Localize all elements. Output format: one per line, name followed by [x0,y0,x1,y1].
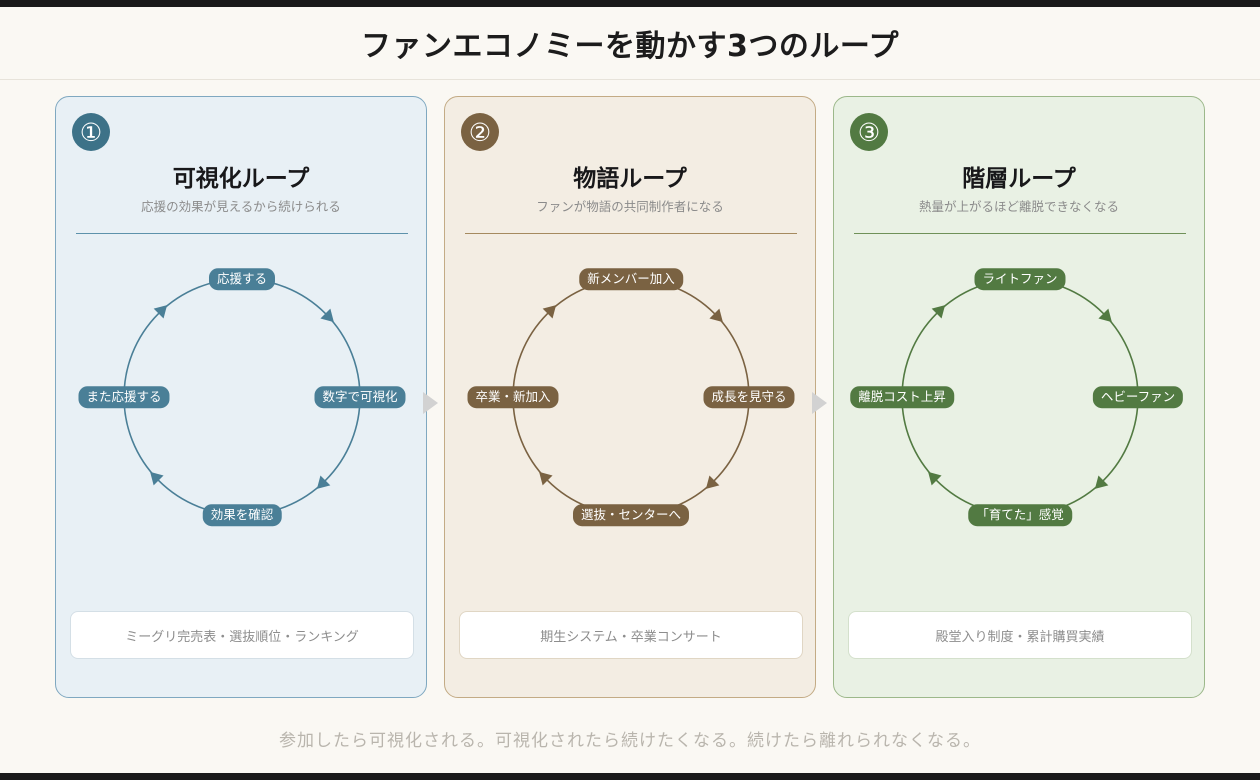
panel-divider-3 [854,233,1186,234]
loop-panel-narrative[interactable]: ② 物語ループ ファンが物語の共同制作者になる 新メンバー加入 成長を見守る 選… [444,96,816,698]
loop-panel-visualization[interactable]: ① 可視化ループ 応援の効果が見えるから続けられる 応援する 数字で可視化 効果… [55,96,427,698]
loop-arrow-ne-1 [320,308,334,323]
loop-arrow-sw-1 [150,471,164,486]
panel-tag-1: ミーグリ完売表・選抜順位・ランキング [70,611,414,659]
panel-divider-2 [465,233,797,234]
loop-arrow-ne-3 [1098,308,1112,323]
page-header: ファンエコノミーを動かす3つのループ [0,7,1260,80]
connector-arrow-1-to-2 [423,392,438,414]
loop-node-1-right[interactable]: 数字で可視化 [314,386,406,408]
loop-node-3-top[interactable]: ライトファン [974,268,1066,290]
loop-node-1-top[interactable]: 応援する [208,268,276,290]
loop-arrow-sw-3 [928,471,942,486]
loop-arrow-nw-3 [931,305,946,319]
loop-node-2-bottom[interactable]: 選抜・センターへ [572,504,690,526]
loop-node-1-bottom[interactable]: 効果を確認 [202,504,282,526]
panel-title-2: 物語ループ [573,166,687,192]
loop-node-2-left[interactable]: 卒業・新加入 [467,386,559,408]
loop-diagram-1: 応援する 数字で可視化 効果を確認 また応援する [56,257,428,547]
loop-arrow-se-1 [316,475,331,489]
loop-node-3-right[interactable]: ヘビーファン [1092,386,1184,408]
panel-title-3: 階層ループ [962,166,1076,192]
panel-subtitle-1: 応援の効果が見えるから続けられる [141,199,341,214]
loop-node-2-right[interactable]: 成長を見守る [703,386,795,408]
loop-arrow-se-3 [1094,475,1109,489]
panel-divider-1 [76,233,408,234]
panel-tag-3: 殿堂入り制度・累計購買実績 [848,611,1192,659]
loop-arrow-ne-2 [709,308,723,323]
footer-caption: 参加したら可視化される。可視化されたら続けたくなる。続けたら離れられなくなる。 [279,731,981,751]
bottom-edge-bar [0,773,1260,780]
connector-arrow-2-to-3 [812,392,827,414]
panel-subtitle-3: 熱量が上がるほど離脱できなくなる [918,199,1119,214]
loop-diagram-2: 新メンバー加入 成長を見守る 選抜・センターへ 卒業・新加入 [445,257,817,547]
loop-arrow-se-2 [705,475,720,489]
panel-badge-3: ③ [850,113,888,151]
top-edge-bar [0,0,1260,7]
loops-board: ① 可視化ループ 応援の効果が見えるから続けられる 応援する 数字で可視化 効果… [0,96,1260,716]
panel-subtitle-2: ファンが物語の共同制作者になる [536,199,724,214]
panel-tag-2: 期生システム・卒業コンサート [459,611,803,659]
panel-title-1: 可視化ループ [172,166,310,192]
loop-arrow-nw-1 [153,305,168,319]
loop-diagram-3: ライトファン ヘビーファン 「育てた」感覚 離脱コスト上昇 [834,257,1206,547]
loop-node-3-left[interactable]: 離脱コスト上昇 [850,386,954,408]
loop-node-2-top[interactable]: 新メンバー加入 [579,268,683,290]
loop-panel-hierarchy[interactable]: ③ 階層ループ 熱量が上がるほど離脱できなくなる ライトファン ヘビーファン 「… [833,96,1205,698]
loop-node-3-bottom[interactable]: 「育てた」感覚 [968,504,1072,526]
loop-arrow-sw-2 [539,471,553,486]
panel-badge-2: ② [461,113,499,151]
loop-arrow-nw-2 [542,305,557,319]
page-title: ファンエコノミーを動かす3つのループ [360,29,900,64]
loop-node-1-left[interactable]: また応援する [78,386,170,408]
panel-badge-1: ① [72,113,110,151]
